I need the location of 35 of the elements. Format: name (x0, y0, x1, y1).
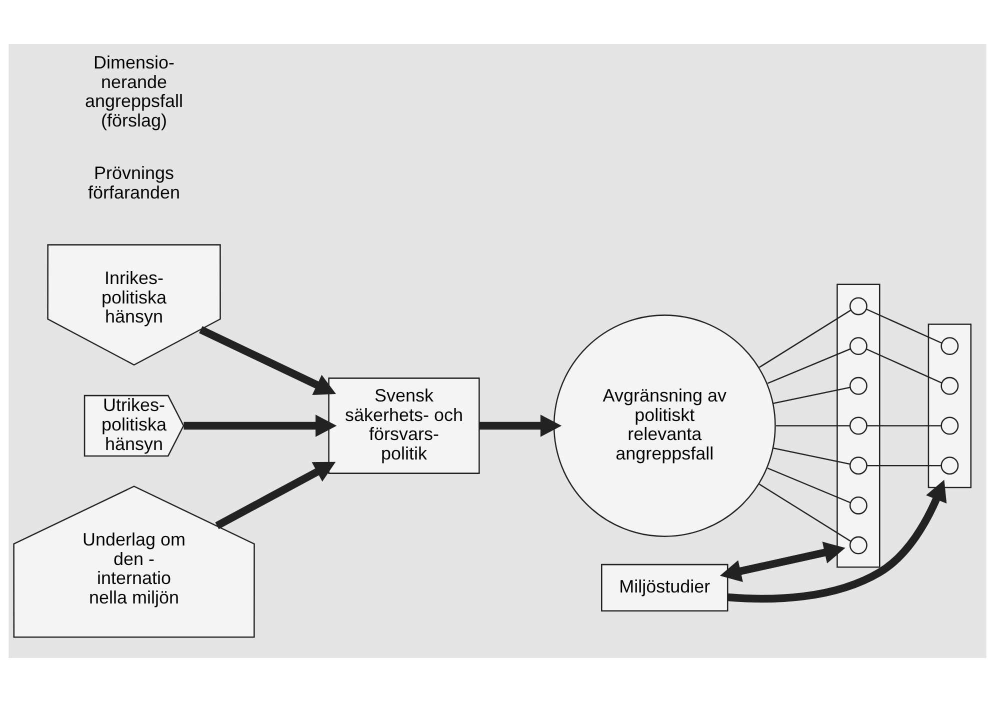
connector (776, 424, 850, 426)
arrow (728, 479, 947, 602)
connector (758, 309, 851, 368)
node-circle: Avgränsning av politiskt relevanta angreppsfall (553, 314, 776, 536)
connector (767, 467, 851, 503)
node-circle (849, 336, 868, 355)
arrow (215, 461, 336, 529)
node-circle (940, 336, 959, 355)
label: Prövnings förfaranden (88, 162, 180, 202)
node-circle (849, 456, 868, 474)
cluster (928, 323, 972, 488)
connector (758, 483, 851, 542)
arrow (479, 414, 562, 436)
cluster (836, 283, 880, 568)
node-circle (940, 416, 959, 434)
connector (866, 348, 942, 383)
connector (866, 308, 942, 344)
connector (773, 447, 850, 464)
node-box: Svensk säkerhets- och försvars- politik (328, 377, 480, 474)
connector (767, 348, 851, 384)
node-circle (849, 376, 868, 394)
node-circle (849, 536, 868, 554)
arrow (720, 541, 846, 582)
node-circle (940, 456, 959, 474)
node-circle (849, 416, 868, 434)
connector (867, 424, 941, 426)
node-circle (849, 296, 868, 315)
connector (867, 464, 941, 466)
arrow (199, 326, 336, 394)
node-circle (849, 496, 868, 514)
node-box: Miljöstudier (601, 563, 728, 611)
label: Dimensio- nerande angreppsfall (förslag) (85, 52, 184, 130)
arrow (184, 414, 337, 436)
node-circle (940, 376, 959, 394)
connector (773, 386, 850, 404)
